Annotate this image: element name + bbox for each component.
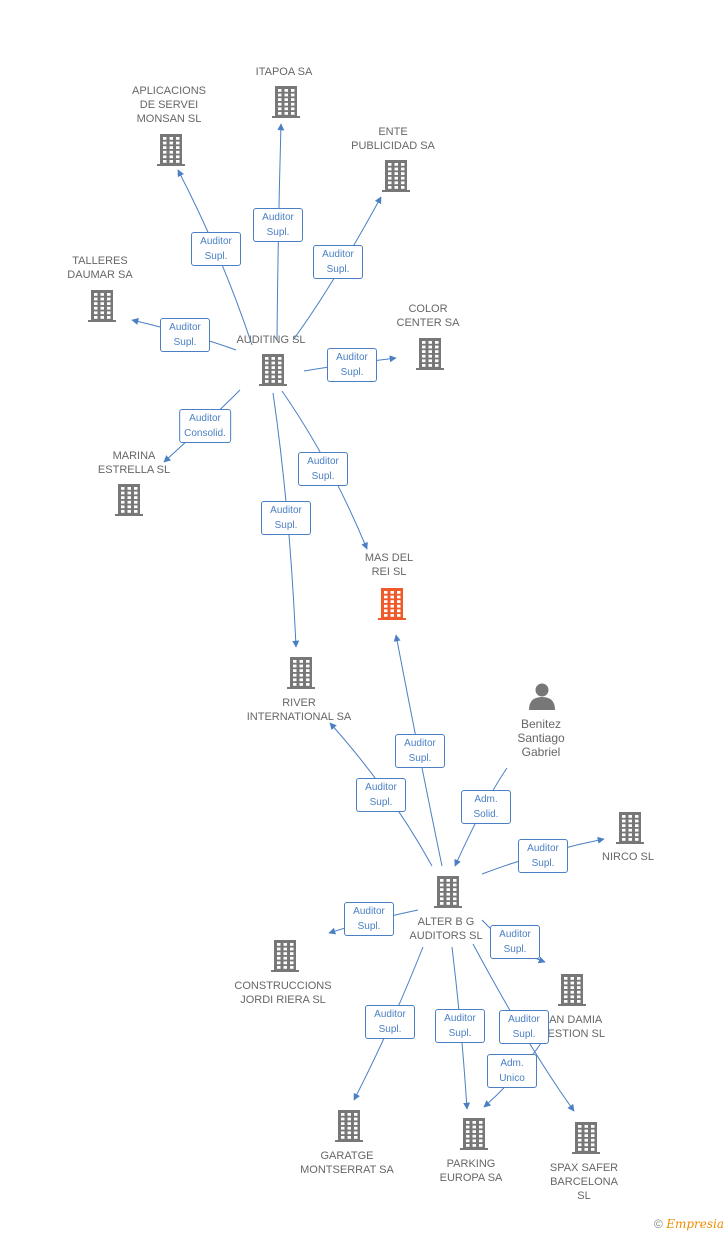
building-icon bbox=[287, 657, 315, 689]
edge-label-alter-masdelrei: Auditor Supl. bbox=[395, 734, 445, 768]
watermark: © Empresia bbox=[654, 1217, 724, 1231]
edge-label-alter-construccions: Auditor Supl. bbox=[344, 902, 394, 936]
node-label-auditing[interactable]: AUDITING SL bbox=[236, 334, 306, 346]
node-label-talleres[interactable]: TALLERES DAUMAR SA bbox=[67, 255, 133, 281]
node-label-river[interactable]: RIVER INTERNATIONAL SA bbox=[246, 697, 352, 723]
building-icon bbox=[572, 1122, 600, 1154]
node-label-masdelrei[interactable]: MAS DEL REI SL bbox=[364, 552, 414, 578]
edge-label-benitez-alter: Adm. Solid. bbox=[461, 790, 511, 824]
building-icon bbox=[460, 1118, 488, 1150]
copyright-icon: © bbox=[654, 1217, 663, 1231]
node-label-nirco[interactable]: NIRCO SL bbox=[602, 851, 654, 863]
node-label-ente[interactable]: ENTE PUBLICIDAD SA bbox=[351, 126, 435, 152]
edge-label-alter-river: Auditor Supl. bbox=[356, 778, 406, 812]
node-label-parking[interactable]: PARKING EUROPA SA bbox=[439, 1158, 503, 1184]
edge-label-auditing-masdelrei: Auditor Supl. bbox=[298, 452, 348, 486]
edge-label-auditing-aplicacions: Auditor Supl. bbox=[191, 232, 241, 266]
node-label-itapoa[interactable]: ITAPOA SA bbox=[255, 66, 313, 78]
edge-label-alter-sandamia: Auditor Supl. bbox=[490, 925, 540, 959]
building-icon bbox=[382, 160, 410, 192]
edge-label-alter-garatge: Auditor Supl. bbox=[365, 1005, 415, 1039]
edge-label-alter-parking: Auditor Supl. bbox=[435, 1009, 485, 1043]
building-icon bbox=[271, 940, 299, 972]
node-label-color[interactable]: COLOR CENTER SA bbox=[396, 303, 460, 329]
node-label-aplicacions[interactable]: APLICACIONS DE SERVEI MONSAN SL bbox=[132, 85, 206, 125]
building-icon bbox=[335, 1110, 363, 1142]
edge-label-auditing-marina: Auditor Consolid. bbox=[179, 409, 231, 443]
edge-label-alter-spax: Auditor Supl. bbox=[499, 1010, 549, 1044]
node-label-marina[interactable]: MARINA ESTRELLA SL bbox=[97, 450, 171, 476]
building-icon bbox=[259, 354, 287, 386]
building-icon bbox=[616, 812, 644, 844]
building-icon bbox=[416, 338, 444, 370]
building-icon bbox=[378, 588, 406, 620]
building-icon bbox=[88, 290, 116, 322]
brand-logo: Empresia bbox=[666, 1217, 724, 1231]
edge-label-auditing-talleres: Auditor Supl. bbox=[160, 318, 210, 352]
node-label-benitez[interactable]: Benitez Santiago Gabriel bbox=[517, 717, 565, 759]
building-icon bbox=[115, 484, 143, 516]
edge-label-auditing-itapoa: Auditor Supl. bbox=[253, 208, 303, 242]
node-label-spax[interactable]: SPAX SAFER BARCELONA SL bbox=[549, 1162, 619, 1202]
edge-label-auditing-color: Auditor Supl. bbox=[327, 348, 377, 382]
node-label-alter[interactable]: ALTER B G AUDITORS SL bbox=[409, 916, 483, 942]
edge-label-alter-nirco: Auditor Supl. bbox=[518, 839, 568, 873]
node-label-construccions[interactable]: CONSTRUCCIONS JORDI RIERA SL bbox=[234, 980, 332, 1006]
building-icon bbox=[157, 134, 185, 166]
building-icon bbox=[434, 876, 462, 908]
edge-label-sandamia-parking: Adm. Unico bbox=[487, 1054, 537, 1088]
edge-auditing-ente bbox=[292, 196, 382, 341]
edge-label-auditing-ente: Auditor Supl. bbox=[313, 245, 363, 279]
building-icon bbox=[558, 974, 586, 1006]
edge-label-auditing-river: Auditor Supl. bbox=[261, 501, 311, 535]
person-icon bbox=[529, 683, 555, 710]
node-label-garatge[interactable]: GARATGE MONTSERRAT SA bbox=[300, 1150, 394, 1176]
building-icon bbox=[272, 86, 300, 118]
